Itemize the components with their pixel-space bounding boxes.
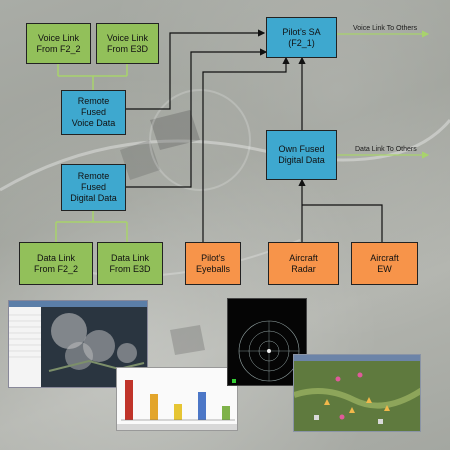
voice-link-e3d-box: Voice Link From E3D [96,23,159,64]
arrow-remote-voice-to-sa [126,29,266,110]
tactical-map-graphic [294,355,420,431]
aircraft-radar-box: Aircraft Radar [268,242,339,285]
arrow-remote-digital-to-sa [126,48,268,188]
arrow-eyeballs-to-sa [202,56,290,242]
remote-fused-digital-data-box: Remote Fused Digital Data [61,164,126,211]
own-fused-digital-data-box: Own Fused Digital Data [266,130,337,180]
voice-link-to-others-label: Voice Link To Others [353,25,418,32]
bar-chart-graphic [117,380,237,430]
aircraft-ew-box: Aircraft EW [351,242,418,285]
bar-chart-thumbnail [116,367,238,431]
pilots-sa-box: Pilot’s SA (F2_1) [266,17,337,58]
data-links-connector [55,211,128,242]
remote-fused-voice-data-box: Remote Fused Voice Data [61,90,126,135]
data-link-f2-2-box: Data Link From F2_2 [19,242,93,285]
map-application-graphic [9,301,147,387]
tactical-map-thumbnail [293,354,421,432]
line-ew-up [302,204,383,242]
radar-display-graphic [232,320,304,383]
map-application-thumbnail [8,300,148,388]
pilots-eyeballs-box: Pilot’s Eyeballs [185,242,241,285]
data-link-to-others-label: Data Link To Others [355,146,417,153]
voice-links-connector [57,64,128,90]
data-link-e3d-box: Data Link From E3D [97,242,163,285]
voice-link-f2-2-box: Voice Link From F2_2 [26,23,91,64]
